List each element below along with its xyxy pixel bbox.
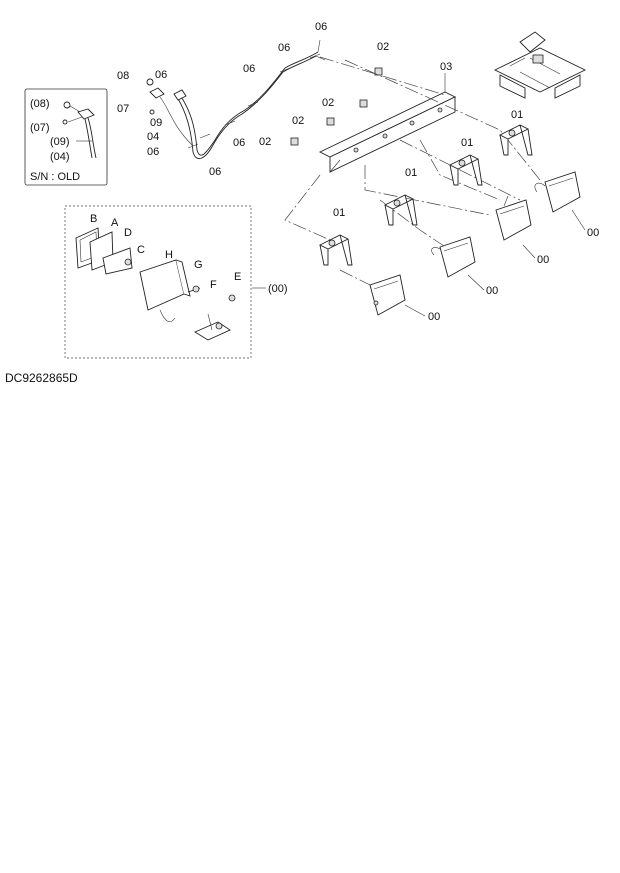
callout-02-b: 02 [322,97,334,109]
old-harness-drawing [62,101,97,159]
callout-08: 08 [117,70,129,82]
callout-06-g: 06 [315,21,327,33]
callout-old-07: (07) [30,122,50,134]
callout-06-b: 06 [147,146,159,158]
callout-01-b: 01 [405,167,417,179]
callout-02-a: 02 [377,41,389,53]
assembly-lines [284,56,541,291]
callout-E: E [234,271,241,283]
screw-c [124,258,132,266]
callout-09: 09 [150,117,162,129]
callout-01-c: 01 [461,137,473,149]
callout-06-e: 06 [243,63,255,75]
callout-G: G [194,259,203,271]
old-serial-inset: (08) (07) (09) (04) S/N : OLD [24,88,108,186]
bolt-e [228,294,236,302]
wire-harness [146,39,326,160]
callout-02-c: 02 [292,115,304,127]
callout-old-08: (08) [30,98,50,110]
serial-note: S/N : OLD [30,171,80,183]
callout-06-f: 06 [278,42,290,54]
callout-06-c: 06 [209,166,221,178]
callout-H: H [165,249,173,261]
machine-location-icon [493,31,587,99]
callout-06-d: 06 [233,137,245,149]
callout-00-a: 00 [428,311,440,323]
callout-04: 04 [147,131,159,143]
callout-F: F [210,279,217,291]
callout-00-kit: (00) [268,283,288,295]
callout-06-a: 06 [155,69,167,81]
lamp-brackets [318,124,533,266]
callout-B: B [90,213,97,225]
callout-old-04: (04) [50,151,70,163]
kit-frame [64,205,252,359]
callout-C: C [137,244,145,256]
callout-03: 03 [440,61,452,73]
diagram-code: DC9262865D [5,371,78,385]
seal [102,247,133,275]
work-lamps [369,171,581,316]
callout-A: A [111,217,119,229]
callout-01-a: 01 [333,207,345,219]
callout-D: D [124,227,132,239]
callout-01-d: 01 [511,109,523,121]
lamp-kit-box: B A D C H G F E (00) [64,205,288,359]
bracket-kit [194,313,231,341]
callout-02-d: 02 [259,136,271,148]
callout-07: 07 [117,103,129,115]
mounting-bar [318,91,457,173]
lamp-housing [139,259,191,323]
callout-00-b: 00 [486,285,498,297]
callout-00-c: 00 [537,254,549,266]
callout-old-09: (09) [50,136,70,148]
callout-00-d: 00 [587,227,599,239]
